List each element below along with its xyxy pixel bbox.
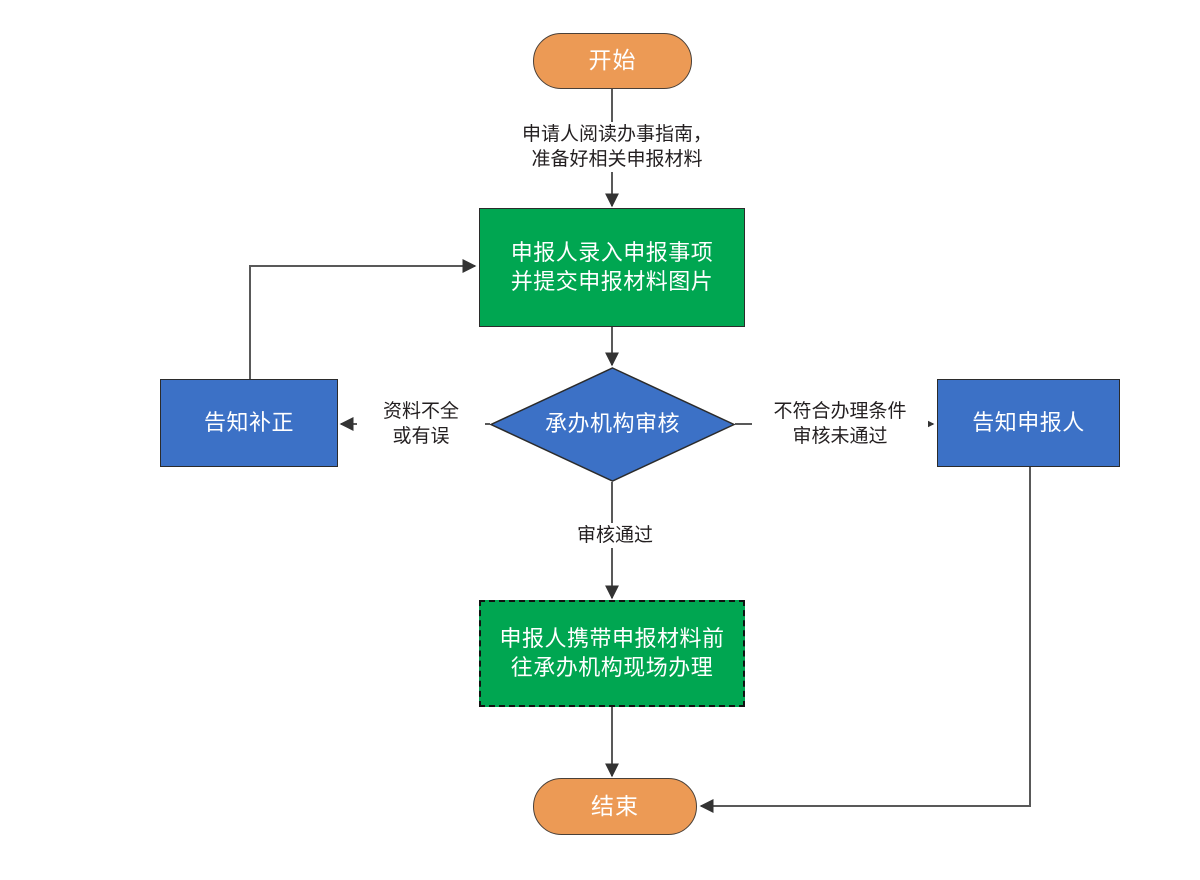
- node-end[interactable]: 结束: [533, 778, 697, 835]
- node-start[interactable]: 开始: [533, 33, 692, 89]
- node-onsite-processing-label: 申报人携带申报材料前 往承办机构现场办理: [499, 626, 725, 680]
- node-onsite-processing[interactable]: 申报人携带申报材料前 往承办机构现场办理: [479, 600, 745, 707]
- node-submit-declaration[interactable]: 申报人录入申报事项 并提交申报材料图片: [479, 208, 745, 327]
- diamond-shape: [490, 367, 735, 482]
- node-notify-applicant[interactable]: 告知申报人: [937, 379, 1120, 467]
- node-submit-declaration-label: 申报人录入申报事项 并提交申报材料图片: [510, 240, 714, 294]
- edge-correction-to-submit: [249, 259, 477, 379]
- edge-notify-applicant-to-end: [699, 467, 1031, 813]
- node-notify-correction-label: 告知补正: [203, 409, 294, 435]
- edge-label-review-to-notify-applicant: 不符合办理条件 审核未通过: [752, 399, 928, 450]
- node-start-label: 开始: [588, 47, 637, 74]
- edge-label-start-to-submit: 申请人阅读办事指南， 准备好相关申报材料: [497, 122, 737, 173]
- edge-label-review-to-correction: 资料不全 或有误: [357, 399, 485, 450]
- edge-label-review-to-onsite: 审核通过: [552, 523, 678, 549]
- node-notify-applicant-label: 告知申报人: [972, 409, 1085, 435]
- node-review-decision-label: 承办机构审核: [544, 411, 680, 437]
- node-notify-correction[interactable]: 告知补正: [160, 379, 338, 467]
- node-review-decision[interactable]: 承办机构审核: [490, 367, 735, 482]
- node-end-label: 结束: [591, 792, 639, 819]
